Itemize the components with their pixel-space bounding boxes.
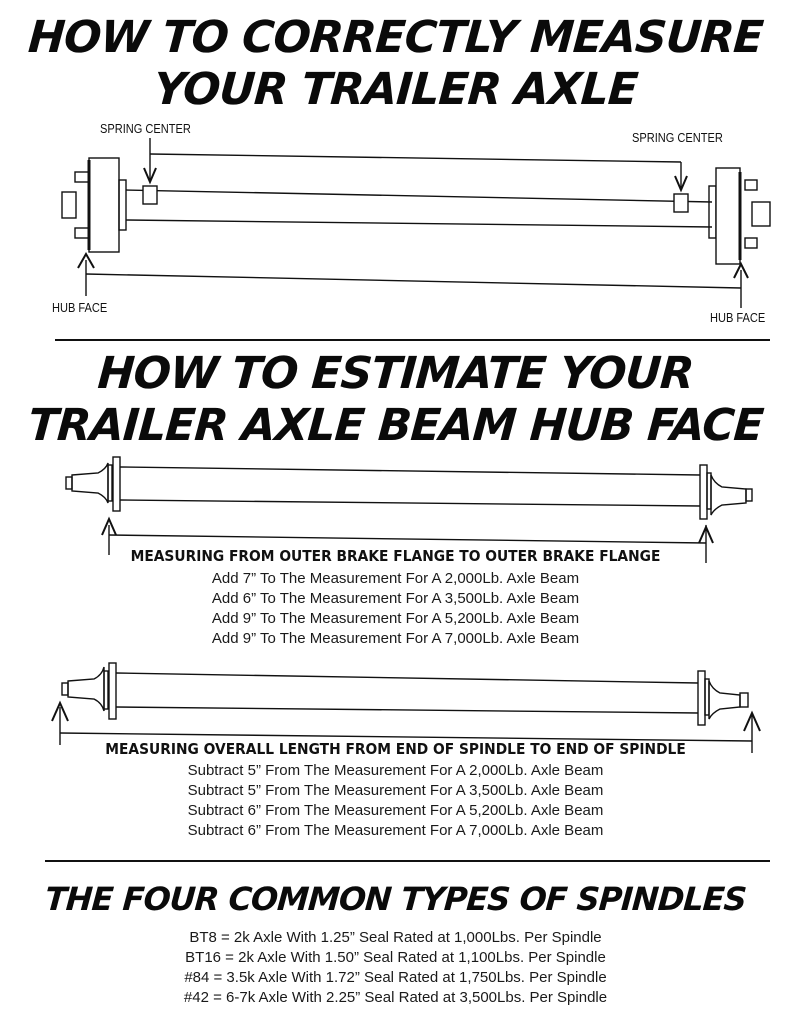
flange-line: Add 9” To The Measurement For A 7,000Lb.… [211,630,580,647]
label-spring-center-left: SPRING CENTER [100,121,191,136]
spindle-type-line: BT8 = 2k Axle With 1.25” Seal Rated at 1… [189,929,602,946]
title-axle-beam-hub-face: TRAILER AXLE BEAM HUB FACE [26,400,765,451]
flange-axle-diagram [65,456,753,563]
spindle-type-line: BT16 = 2k Axle With 1.50” Seal Rated at … [185,949,606,966]
spindle-type-line: #42 = 6-7k Axle With 2.25” Seal Rated at… [183,989,608,1006]
title-your-trailer-axle: YOUR TRAILER AXLE [152,64,639,115]
spindle-axle-diagram [51,662,761,753]
spindle-line: Subtract 5” From The Measurement For A 3… [187,782,604,799]
title-spindle-types: THE FOUR COMMON TYPES OF SPINDLES [43,880,748,918]
flange-caption: MEASURING FROM OUTER BRAKE FLANGE TO OUT… [130,547,661,565]
spindle-line: Subtract 6” From The Measurement For A 7… [187,822,604,839]
title-how-to-estimate: HOW TO ESTIMATE YOUR [96,348,695,399]
divider [55,339,770,341]
divider [45,860,770,862]
label-hub-face-right: HUB FACE [710,310,766,325]
spindle-caption: MEASURING OVERALL LENGTH FROM END OF SPI… [105,740,686,758]
flange-line: Add 9” To The Measurement For A 5,200Lb.… [211,610,580,627]
spindle-line: Subtract 5” From The Measurement For A 2… [187,762,604,779]
spindle-line: Subtract 6” From The Measurement For A 5… [187,802,604,819]
label-hub-face-left: HUB FACE [52,300,108,315]
label-spring-center-right: SPRING CENTER [632,130,723,145]
flange-line: Add 6” To The Measurement For A 3,500Lb.… [211,590,580,607]
spindle-type-line: #84 = 3.5k Axle With 1.72” Seal Rated at… [184,969,607,986]
flange-line: Add 7” To The Measurement For A 2,000Lb.… [211,570,580,587]
axle-hub-diagram [61,138,771,308]
title-correctly-measure: HOW TO CORRECTLY MEASURE [26,12,765,63]
